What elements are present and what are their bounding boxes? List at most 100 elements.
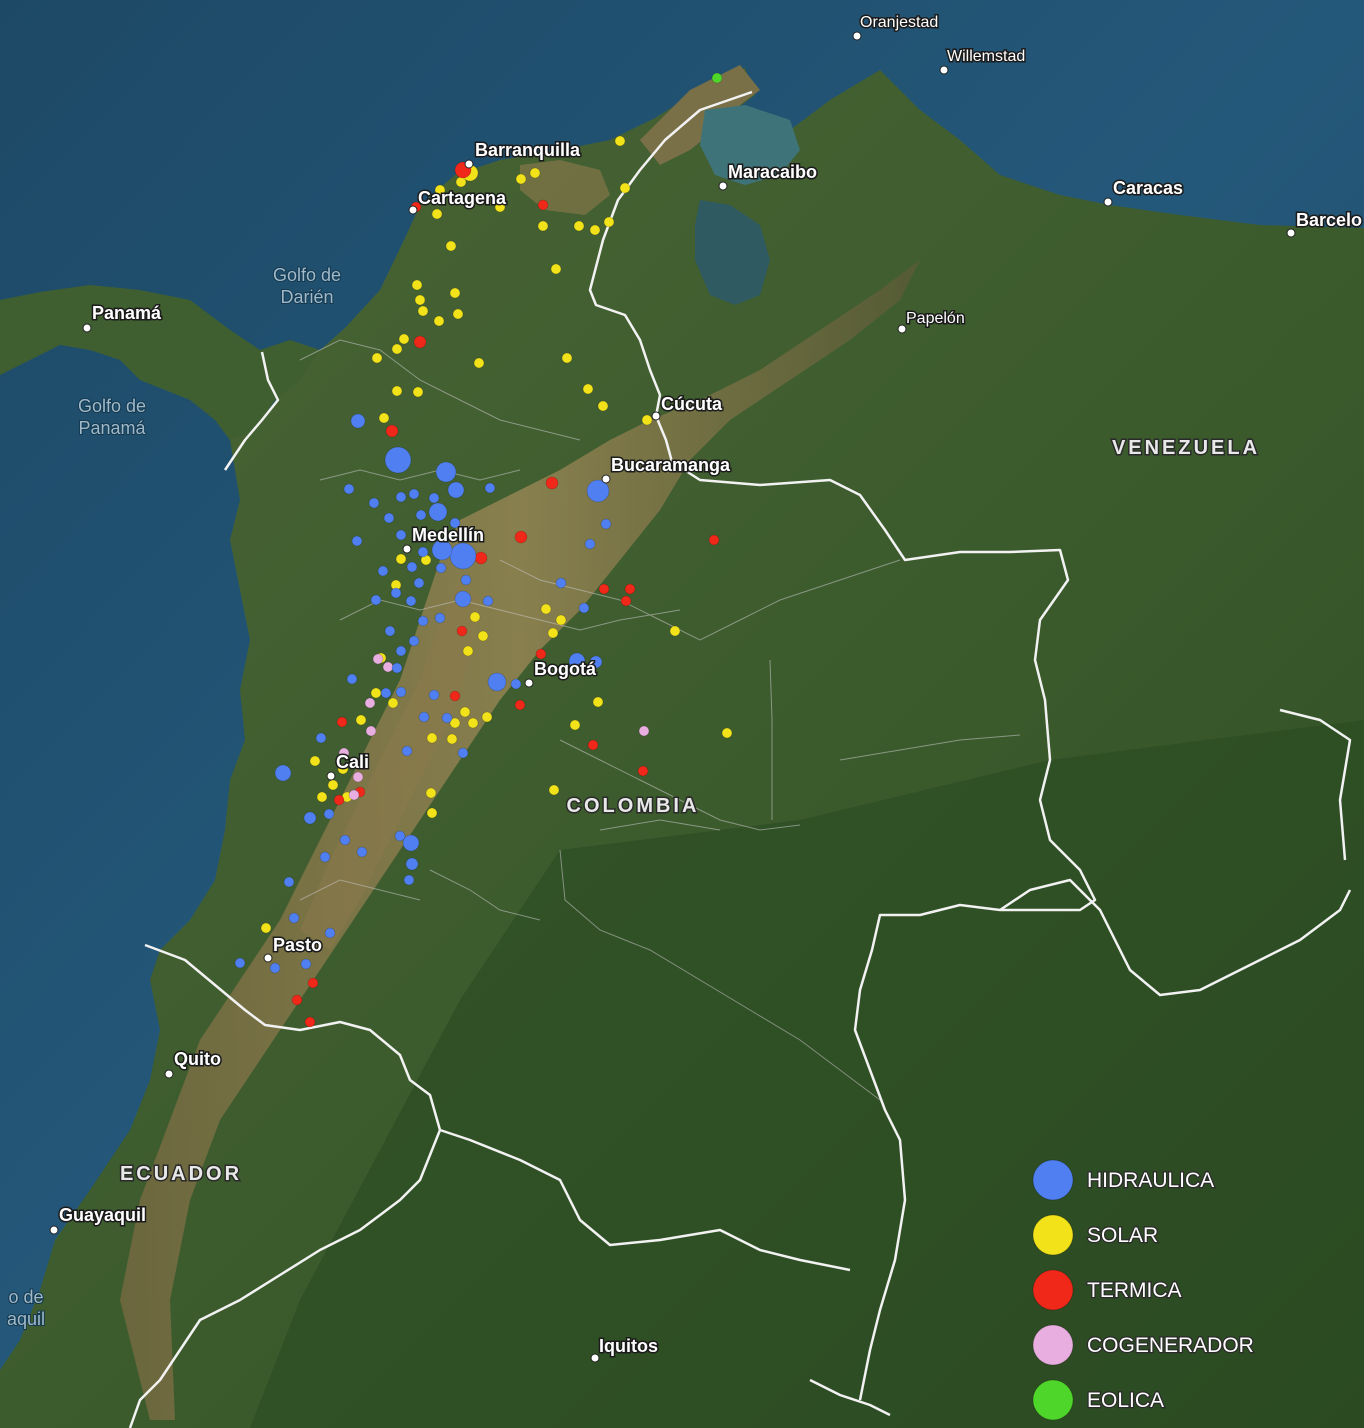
plant-solar-marker[interactable]	[494, 201, 506, 213]
plant-cogenerador-marker[interactable]	[638, 725, 650, 737]
plant-solar-marker[interactable]	[459, 706, 471, 718]
plant-hidraulica-marker[interactable]	[447, 481, 465, 499]
plant-termica-marker[interactable]	[333, 794, 345, 806]
plant-solar-marker[interactable]	[446, 733, 458, 745]
plant-solar-marker[interactable]	[445, 240, 457, 252]
plant-hidraulica-marker[interactable]	[300, 958, 312, 970]
plant-hidraulica-marker[interactable]	[584, 538, 596, 550]
plant-solar-marker[interactable]	[721, 727, 733, 739]
plant-hidraulica-marker[interactable]	[384, 446, 412, 474]
plant-solar-marker[interactable]	[537, 220, 549, 232]
plant-solar-marker[interactable]	[597, 400, 609, 412]
plant-hidraulica-marker[interactable]	[589, 655, 603, 669]
plant-hidraulica-marker[interactable]	[406, 561, 418, 573]
plant-solar-marker[interactable]	[589, 224, 601, 236]
plant-hidraulica-marker[interactable]	[460, 574, 472, 586]
plant-hidraulica-marker[interactable]	[413, 577, 425, 589]
plant-solar-marker[interactable]	[449, 717, 461, 729]
plant-solar-marker[interactable]	[426, 807, 438, 819]
plant-cogenerador-marker[interactable]	[348, 789, 360, 801]
plant-solar-marker[interactable]	[371, 352, 383, 364]
plant-hidraulica-marker[interactable]	[324, 927, 336, 939]
plant-solar-marker[interactable]	[481, 711, 493, 723]
plant-solar-marker[interactable]	[540, 603, 552, 615]
plant-cogenerador-marker[interactable]	[364, 697, 376, 709]
plant-hidraulica-marker[interactable]	[568, 652, 586, 670]
plant-hidraulica-marker[interactable]	[431, 539, 453, 561]
plant-solar-marker[interactable]	[398, 333, 410, 345]
plant-solar-marker[interactable]	[561, 352, 573, 364]
plant-termica-marker[interactable]	[620, 595, 632, 607]
plant-termica-marker[interactable]	[535, 648, 547, 660]
plant-solar-marker[interactable]	[550, 263, 562, 275]
plant-cogenerador-marker[interactable]	[338, 747, 350, 759]
plant-cogenerador-marker[interactable]	[372, 653, 384, 665]
plant-hidraulica-marker[interactable]	[234, 957, 246, 969]
plant-solar-marker[interactable]	[327, 779, 339, 791]
plant-hidraulica-marker[interactable]	[288, 912, 300, 924]
plant-hidraulica-marker[interactable]	[435, 461, 457, 483]
plant-hidraulica-marker[interactable]	[454, 590, 472, 608]
plant-hidraulica-marker[interactable]	[417, 615, 429, 627]
plant-cogenerador-marker[interactable]	[352, 771, 364, 783]
plant-solar-marker[interactable]	[260, 922, 272, 934]
plant-solar-marker[interactable]	[355, 714, 367, 726]
plant-hidraulica-marker[interactable]	[377, 565, 389, 577]
plant-solar-marker[interactable]	[473, 357, 485, 369]
plant-hidraulica-marker[interactable]	[303, 811, 317, 825]
plant-hidraulica-marker[interactable]	[390, 587, 402, 599]
plant-solar-marker[interactable]	[337, 763, 349, 775]
plant-solar-marker[interactable]	[555, 614, 567, 626]
plant-hidraulica-marker[interactable]	[417, 546, 429, 558]
plant-hidraulica-marker[interactable]	[395, 686, 407, 698]
plant-hidraulica-marker[interactable]	[346, 673, 358, 685]
plant-hidraulica-marker[interactable]	[449, 517, 461, 529]
plant-hidraulica-marker[interactable]	[402, 834, 420, 852]
plant-solar-marker[interactable]	[412, 386, 424, 398]
plant-termica-marker[interactable]	[514, 699, 526, 711]
plant-solar-marker[interactable]	[378, 412, 390, 424]
plant-hidraulica-marker[interactable]	[435, 562, 447, 574]
plant-hidraulica-marker[interactable]	[343, 483, 355, 495]
plant-hidraulica-marker[interactable]	[484, 482, 496, 494]
plant-termica-marker[interactable]	[291, 994, 303, 1006]
plant-termica-marker[interactable]	[474, 551, 488, 565]
plant-hidraulica-marker[interactable]	[403, 874, 415, 886]
plant-solar-marker[interactable]	[582, 383, 594, 395]
plant-solar-marker[interactable]	[469, 611, 481, 623]
plant-hidraulica-marker[interactable]	[428, 689, 440, 701]
plant-solar-marker[interactable]	[452, 308, 464, 320]
plant-hidraulica-marker[interactable]	[368, 497, 380, 509]
plant-hidraulica-marker[interactable]	[370, 594, 382, 606]
plant-solar-marker[interactable]	[548, 784, 560, 796]
plant-solar-marker[interactable]	[641, 414, 653, 426]
plant-solar-marker[interactable]	[434, 184, 446, 196]
plant-solar-marker[interactable]	[391, 343, 403, 355]
plant-hidraulica-marker[interactable]	[394, 830, 406, 842]
plant-hidraulica-marker[interactable]	[319, 851, 331, 863]
plant-hidraulica-marker[interactable]	[395, 491, 407, 503]
plant-termica-marker[interactable]	[336, 716, 348, 728]
plant-termica-marker[interactable]	[456, 625, 468, 637]
plant-hidraulica-marker[interactable]	[408, 635, 420, 647]
plant-solar-marker[interactable]	[515, 173, 527, 185]
plant-hidraulica-marker[interactable]	[415, 509, 427, 521]
plant-solar-marker[interactable]	[669, 625, 681, 637]
plant-hidraulica-marker[interactable]	[487, 672, 507, 692]
plant-cogenerador-marker[interactable]	[365, 725, 377, 737]
plant-solar-marker[interactable]	[529, 167, 541, 179]
plant-hidraulica-marker[interactable]	[401, 745, 413, 757]
plant-hidraulica-marker[interactable]	[391, 662, 403, 674]
plant-hidraulica-marker[interactable]	[449, 542, 477, 570]
plant-termica-marker[interactable]	[708, 534, 720, 546]
plant-hidraulica-marker[interactable]	[384, 625, 396, 637]
plant-solar-marker[interactable]	[603, 216, 615, 228]
plant-termica-marker[interactable]	[598, 583, 610, 595]
plant-hidraulica-marker[interactable]	[351, 535, 363, 547]
plant-solar-marker[interactable]	[462, 645, 474, 657]
plant-hidraulica-marker[interactable]	[586, 479, 610, 503]
plant-solar-marker[interactable]	[573, 220, 585, 232]
plant-termica-marker[interactable]	[637, 765, 649, 777]
plant-termica-marker[interactable]	[537, 199, 549, 211]
plant-solar-marker[interactable]	[619, 182, 631, 194]
